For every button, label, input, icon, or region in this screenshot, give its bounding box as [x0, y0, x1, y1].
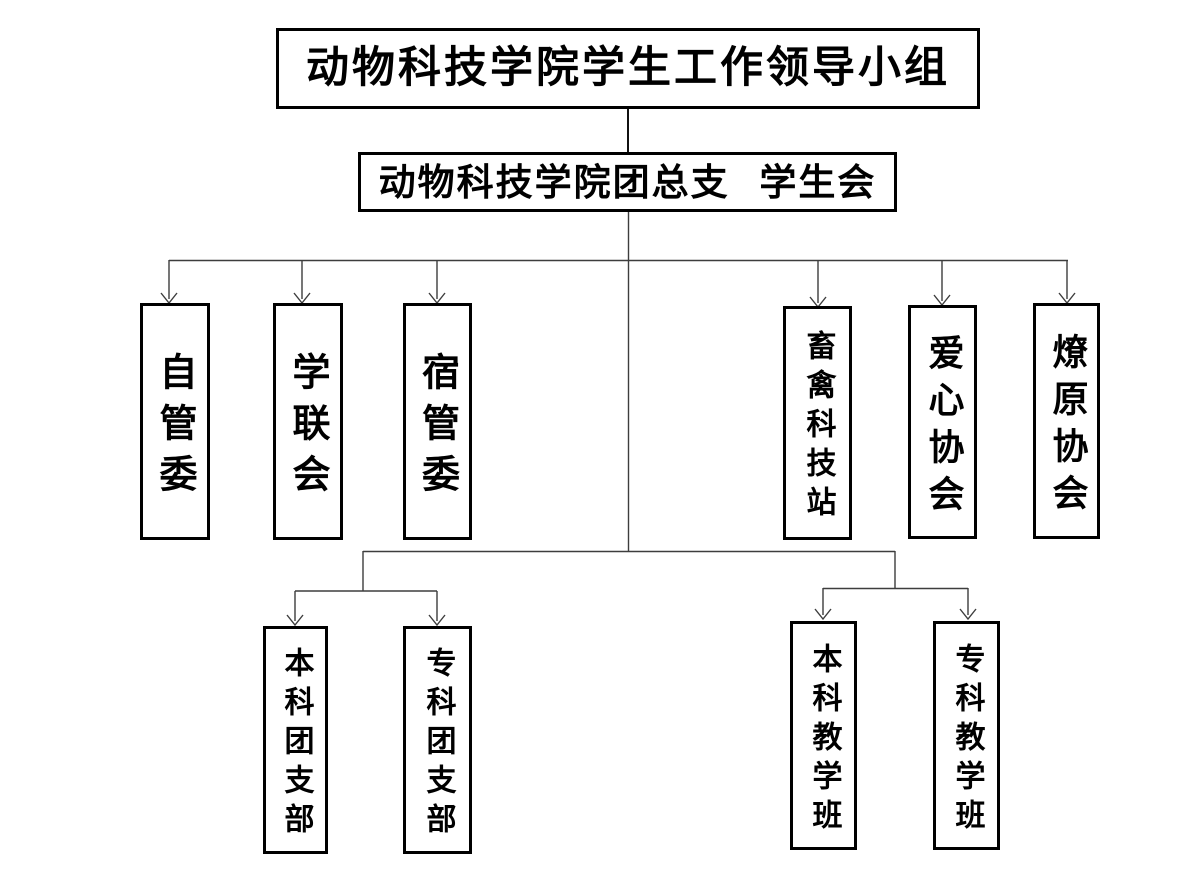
node-liaoyuan-association: 燎原协会 [1033, 303, 1100, 539]
node-self-management-committee: 自管委 [140, 303, 210, 540]
node-label: 自管委 [153, 351, 197, 505]
node-student-federation: 学联会 [273, 303, 343, 540]
node-league-student-union: 动物科技学院团总支 学生会 [358, 152, 897, 212]
node-label: 本科团支部 [278, 647, 314, 842]
node-undergrad-league-branch: 本科团支部 [263, 626, 328, 854]
node-college-league-branch: 专科团支部 [403, 626, 472, 854]
node-undergrad-teaching-class: 本科教学班 [790, 621, 857, 850]
node-label: 专科团支部 [420, 647, 456, 842]
node-label: 动物科技学院学生工作领导小组 [306, 43, 950, 93]
node-label: 畜禽科技站 [800, 330, 836, 525]
node-livestock-tech-station: 畜禽科技站 [783, 306, 852, 540]
node-label: 动物科技学院团总支 学生会 [378, 160, 877, 204]
node-label: 宿管委 [415, 351, 460, 505]
node-label: 专科教学班 [949, 642, 985, 838]
node-label: 爱心协会 [922, 333, 964, 522]
node-label: 燎原协会 [1046, 332, 1088, 521]
node-college-teaching-class: 专科教学班 [933, 621, 1000, 850]
node-label: 本科教学班 [806, 642, 842, 838]
node-label: 学联会 [286, 351, 330, 505]
node-dorm-management-committee: 宿管委 [403, 303, 472, 540]
branch-lines [168, 212, 1068, 621]
node-leadership-group: 动物科技学院学生工作领导小组 [276, 28, 980, 109]
node-love-association: 爱心协会 [908, 305, 977, 539]
